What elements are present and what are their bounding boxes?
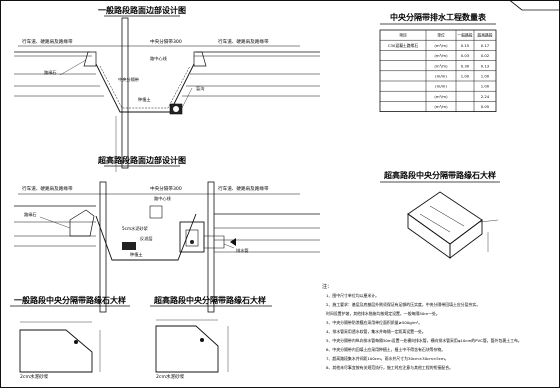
- table-cell: 2.24: [481, 94, 490, 99]
- table-cell: (m³/m): [434, 104, 448, 109]
- super-curb-detail: 超高路段中央分隔带路缘石大样 2cm水泥砂浆: [150, 295, 272, 380]
- note-line: 2、施工要求：基层及底基层外侧须保证有足够的压实度，中央分隔带回填土应分层夯实。: [326, 302, 480, 307]
- normal-curb-detail: 一般路段中央分隔带路缘石大样 2cm水泥砂浆: [10, 295, 130, 380]
- lane-label-right: 行车道、硬路肩及路缘带: [218, 38, 269, 45]
- super-lane-label-right: 行车道、硬路肩及路缘带: [218, 185, 269, 192]
- median-top-label: 中央分隔带300: [150, 38, 182, 45]
- note-line: 4、排水管采用透水软管，集水井每隔一定距离设置一处。: [326, 329, 426, 334]
- super-curb-large-detail: 超高路段中央分隔带路缘石大样: [380, 170, 500, 259]
- lane-label-left: 行车道、硬路肩及路缘带: [22, 38, 73, 45]
- table-cell: 1.00: [461, 74, 470, 79]
- super-section-title: 超高路段路面边部设计图: [97, 155, 186, 165]
- note-line: 5、中央分隔带内纵向排水管每隔50m设置一处横向排水管，横向排水管采用φ10cm…: [326, 338, 522, 343]
- super-curb-title: 超高路段中央分隔带路缘石大样: [153, 295, 266, 305]
- table-cell: (m³/m): [434, 63, 448, 68]
- table-cell: (m²/m): [434, 94, 448, 99]
- note-line: 8、其他未尽事宜按有关规范执行，施工时应注意与其他工程的衔接配合。: [326, 365, 453, 370]
- note-line: 7、超高路段集水井间距100cm，雨水井尺寸为30cm×30cm×5cm。: [326, 356, 449, 361]
- notes-heading: 注：: [322, 283, 332, 290]
- table-cell: 0.13: [481, 63, 490, 68]
- table-cell: 1.00: [481, 74, 490, 79]
- planting-label: 种植土: [138, 96, 151, 103]
- note-line: 3、中央分隔带防渗膜应采用单位面积质量≥500g/m²。: [326, 320, 422, 325]
- super-lane-label-left: 行车道、硬路肩及路缘带: [22, 185, 73, 192]
- super-median-top-label: 中央分隔带300: [150, 185, 182, 192]
- table-cell: 0.30: [461, 63, 470, 68]
- corner-tag: [509, 0, 559, 11]
- table-cell: C30混凝土路缘石: [388, 43, 418, 48]
- median-center-label: 路中心线: [150, 55, 168, 62]
- super-pipe-label: 排水管: [236, 247, 249, 254]
- notes: 注： 1、图中尺寸单位均以厘米计。 2、施工要求：基层及底基层外侧须保证有足够的压…: [322, 283, 522, 370]
- table-cell: (m³/m): [434, 43, 448, 48]
- table-cell: 0.17: [481, 43, 490, 48]
- table-cell: (m/m): [435, 74, 447, 79]
- super-section-drawing: 超高路段路面边部设计图 行车道、硬路肩及路缘带 行车道、硬路肩及路缘带 中央分隔…: [14, 155, 320, 313]
- super-curb-large-title: 超高路段中央分隔带路缘石大样: [383, 170, 496, 180]
- super-planting-label: 种植土: [130, 251, 143, 258]
- super-curb-label: 路缘石: [24, 211, 37, 218]
- table-cell: 0.03: [461, 53, 470, 58]
- table-cell: 0.02: [481, 53, 490, 58]
- super-filter-label: 反滤层: [140, 235, 153, 242]
- super-median-center: 路中心线: [154, 195, 172, 202]
- note-line: 6、中央分隔带内回填土应采用种植土，植土中不得含有石块等杂物。: [326, 347, 445, 352]
- super-curb-dim: 2cm水泥砂浆: [156, 373, 185, 380]
- normal-section-drawing: 一般路段路面边部设计图 行车道、硬路肩及路缘带 行车道、硬路肩及路缘带 中央分隔…: [14, 5, 320, 172]
- blind-drain-label: 盲沟: [196, 85, 204, 92]
- curb-label-left: 路缘石: [44, 69, 57, 76]
- normal-curb-title: 一般路段中央分隔带路缘石大样: [14, 295, 126, 305]
- table-cell: (m/m): [435, 84, 447, 89]
- super-base-label: 5cm水泥砂浆: [122, 225, 149, 232]
- note-line: 时间设置护坡，其他排水措施均按规定设置，一般每隔50m一处。: [326, 311, 440, 316]
- table-cell: 0.15: [461, 43, 470, 48]
- normal-curb-dim: 2cm水泥砂浆: [20, 373, 49, 380]
- note-line: 1、图中尺寸单位均以厘米计。: [326, 293, 379, 298]
- median-label: 中央分隔带: [118, 76, 139, 83]
- table-header-cell: 单位: [437, 33, 445, 38]
- table-header-cell: 一般路段: [457, 33, 472, 38]
- table-cell: 0.05: [481, 104, 490, 109]
- table-cell: (m³/m): [434, 53, 448, 58]
- table-header-cell: 项目: [399, 33, 407, 38]
- quantity-table: 中央分隔带排水工程数量表 项目 单位 一般路段超高路段 C30混凝土路缘石 (m³/m)…: [379, 12, 497, 112]
- normal-section-title: 一般路段路面边部设计图: [98, 5, 186, 15]
- table-header-cell: 超高路段: [477, 33, 492, 38]
- table-cell: 1.00: [481, 84, 490, 89]
- table-title: 中央分隔带排水工程数量表: [390, 12, 487, 22]
